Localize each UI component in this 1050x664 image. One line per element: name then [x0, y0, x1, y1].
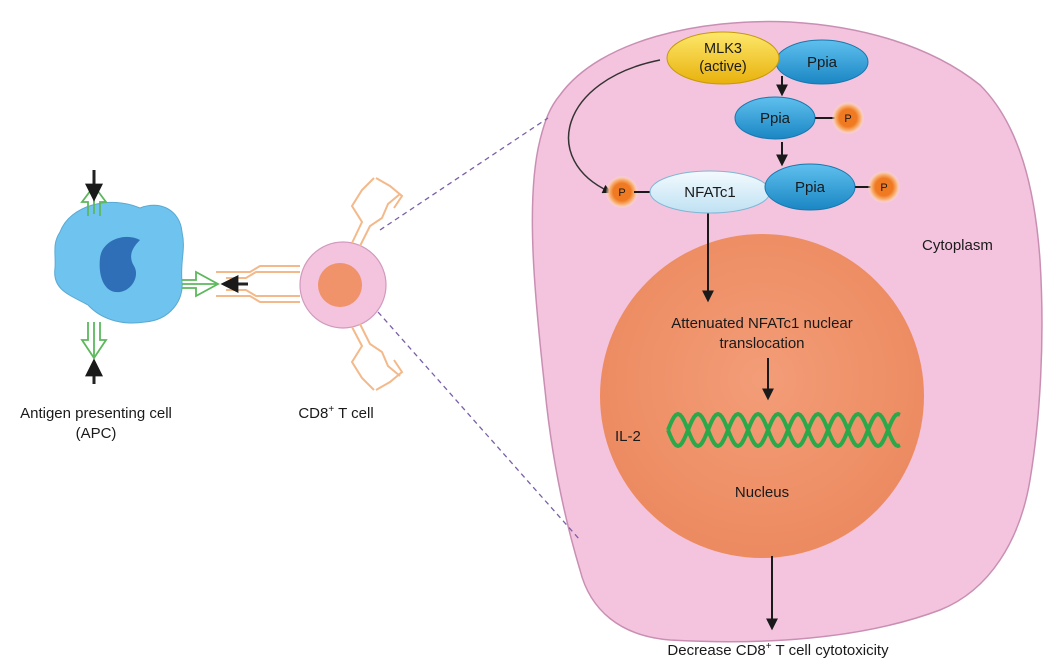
phospho-ppia-bound — [868, 171, 900, 203]
nucleus-region — [600, 234, 924, 558]
apc-label-line2: (APC) — [76, 425, 117, 442]
cd8-t-cell — [299, 241, 387, 329]
outcome-label: Decrease CD8+ T cell cytotoxicity — [667, 641, 889, 659]
t-cell-receptor-top — [350, 177, 404, 247]
phospho-ppia-middle-label: P — [844, 113, 851, 125]
t-cell-receptor-bottom — [350, 323, 404, 391]
translocation-label-line1: Attenuated NFATc1 nuclear — [671, 315, 853, 332]
translocation-label-line2: translocation — [719, 335, 804, 352]
mlk3-state-label: (active) — [699, 59, 747, 75]
il2-dna-helix — [666, 411, 901, 449]
apc-label-line1: Antigen presenting cell — [20, 405, 172, 422]
zoom-line-top — [379, 117, 549, 231]
ppia-top-label: Ppia — [807, 54, 838, 71]
phospho-ppia-middle — [832, 102, 864, 134]
arrow-mlk3-to-nfatc1 — [567, 59, 661, 194]
apc-cell — [54, 201, 184, 324]
cytoplasm-label: Cytoplasm — [922, 237, 993, 254]
mlk3-label: MLK3 — [704, 41, 742, 57]
apc-receptor-bottom — [80, 322, 108, 360]
zoom-line-bottom — [377, 311, 581, 541]
apc-nucleus — [99, 236, 140, 293]
mlk3-active — [666, 31, 780, 85]
dna-strand-1 — [666, 411, 901, 449]
apc-receptor-right — [182, 270, 220, 298]
dna-strand-2 — [666, 411, 901, 449]
phospho-nfatc1 — [606, 176, 638, 208]
nfatc1-label: NFATc1 — [684, 184, 735, 201]
ppia-middle-label: Ppia — [760, 110, 791, 127]
phospho-nfatc1-label: P — [618, 187, 625, 199]
phospho-ppia-bound-label: P — [880, 182, 887, 194]
il2-label: IL-2 — [615, 428, 641, 445]
ppia-bound-label: Ppia — [795, 179, 826, 196]
nucleus-label: Nucleus — [735, 484, 789, 501]
t-cell-label: CD8+ T cell — [298, 404, 373, 422]
t-cell-nucleus — [318, 263, 362, 307]
